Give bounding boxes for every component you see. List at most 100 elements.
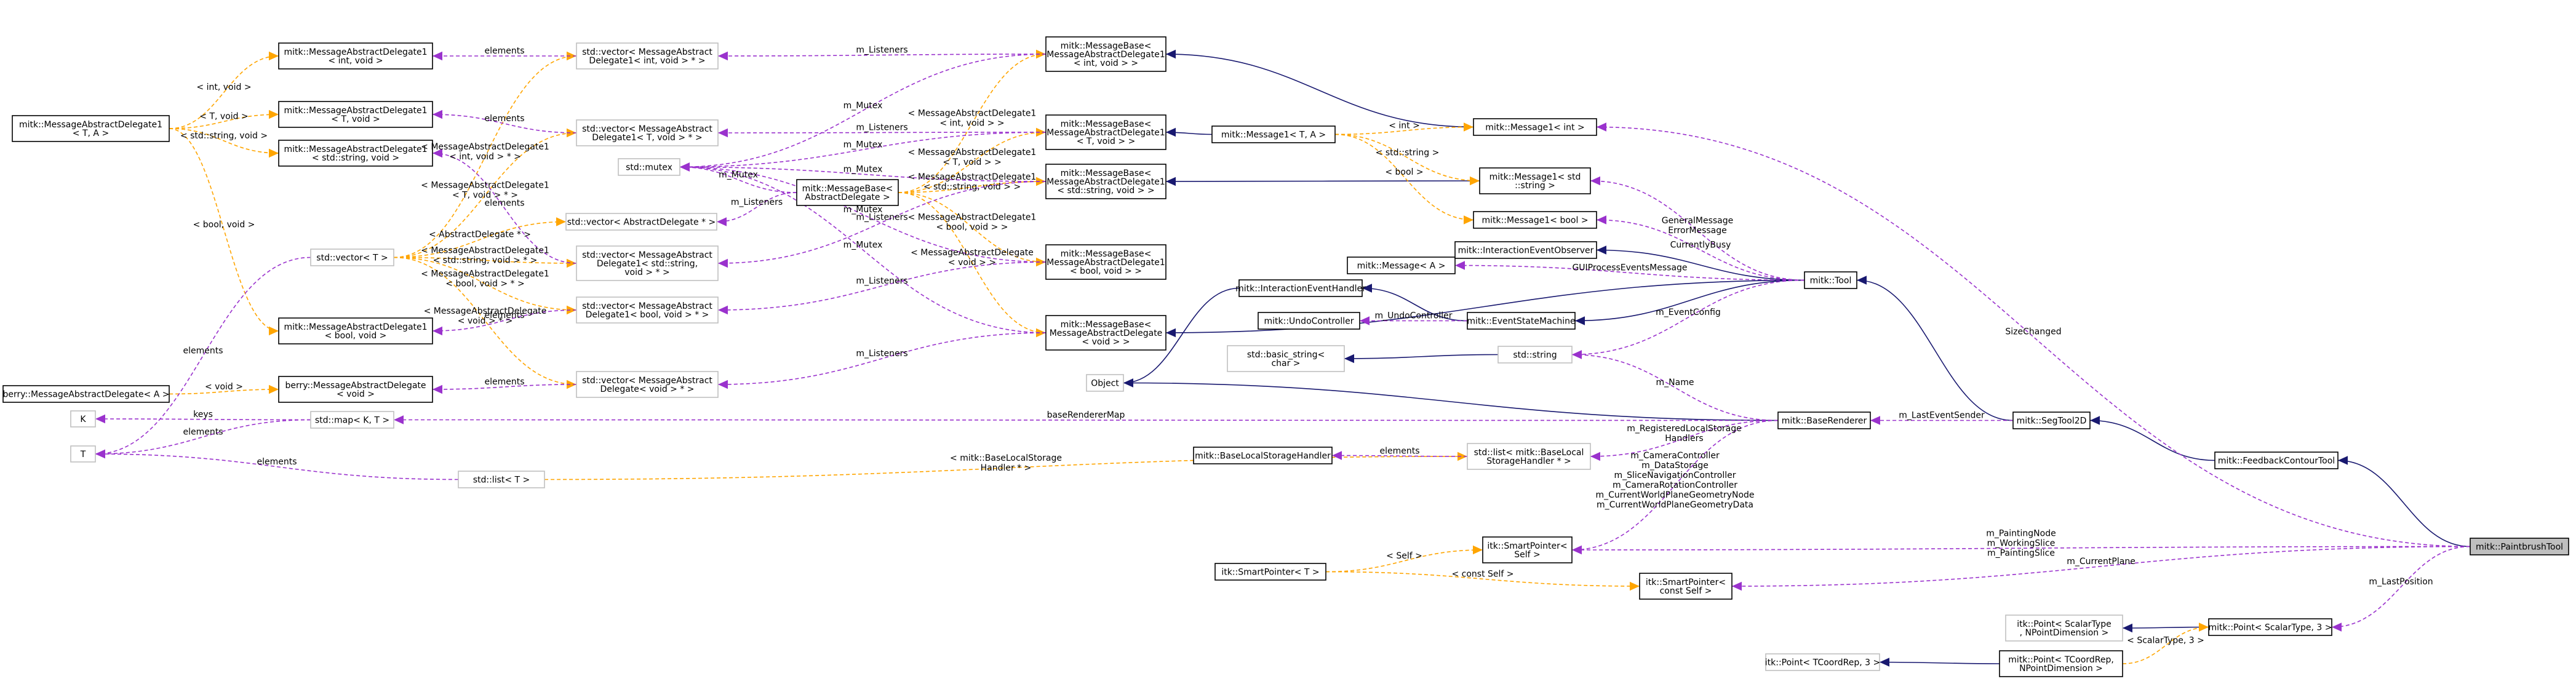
edge-line bbox=[95, 414, 311, 424]
node-tool[interactable]: mitk::Tool bbox=[1804, 271, 1857, 289]
node-label: std::string bbox=[1513, 351, 1557, 360]
node-berry_mad_void[interactable]: berry::MessageAbstractDelegate< void > bbox=[278, 376, 433, 403]
node-paintbrush[interactable]: mitk::PaintbrushTool bbox=[2470, 538, 2569, 555]
node-label-line: mitk::UndoController bbox=[1264, 317, 1354, 327]
node-mitkpoint_st[interactable]: mitk::Point< ScalarType, 3 > bbox=[2208, 618, 2332, 636]
node-segtool2d[interactable]: mitk::SegTool2D bbox=[2012, 412, 2091, 429]
edge-label-line: baseRendererMap bbox=[1047, 410, 1125, 420]
node-sp_T[interactable]: itk::SmartPointer< T > bbox=[1214, 563, 1326, 581]
edge-label: m_Listeners bbox=[856, 46, 907, 55]
node-box bbox=[1347, 257, 1456, 274]
edge-line bbox=[1344, 354, 1499, 364]
node-box bbox=[2470, 538, 2569, 555]
edge-line bbox=[898, 192, 1047, 267]
node-label-line: char > bbox=[1271, 359, 1300, 368]
edge-template-m1_TA-to-m1_str bbox=[1334, 133, 1480, 186]
node-esm[interactable]: mitk::EventStateMachine bbox=[1467, 312, 1576, 330]
node-label: itk::SmartPointer< T > bbox=[1221, 568, 1319, 578]
edge-label-line: m_CameraRotationController bbox=[1613, 480, 1737, 490]
node-label-line: Delegate1< T, void > * > bbox=[592, 133, 702, 143]
edge-label-line: m_DataStorage bbox=[1641, 461, 1709, 471]
node-box bbox=[1804, 271, 1857, 289]
node-baserenderer[interactable]: mitk::BaseRenderer bbox=[1777, 412, 1871, 429]
node-mad_str[interactable]: mitk::MessageAbstractDelegate1< std::str… bbox=[278, 140, 433, 167]
node-box bbox=[1193, 447, 1333, 464]
node-mad_T[interactable]: mitk::MessageAbstractDelegate1< T, A > bbox=[12, 115, 170, 142]
edge-label-line: < void > > bbox=[948, 258, 996, 268]
node-mitkpoint_tc[interactable]: mitk::Point< TCoordRep,NPointDimension > bbox=[1999, 650, 2123, 677]
node-mb_ad[interactable]: mitk::MessageBase<AbstractDelegate > bbox=[796, 179, 899, 206]
edge-label-line: m_CurrentWorldPlaneGeometryNode bbox=[1595, 490, 1754, 500]
edge-line bbox=[717, 128, 1047, 138]
edge-label: m_Name bbox=[1656, 378, 1694, 388]
edge-label: GUIProcessEventsMessage bbox=[1572, 263, 1687, 273]
node-sp_cself[interactable]: itk::SmartPointer<const Self > bbox=[1639, 573, 1733, 600]
node-ieh[interactable]: mitk::InteractionEventHandler bbox=[1235, 279, 1366, 297]
node-mad_int[interactable]: mitk::MessageAbstractDelegate1< int, voi… bbox=[278, 42, 433, 70]
edge-line bbox=[393, 415, 1779, 424]
node-m1_int[interactable]: mitk::Message1< int > bbox=[1473, 118, 1597, 136]
node-mb_bool[interactable]: mitk::MessageBase<MessageAbstractDelegat… bbox=[1045, 244, 1166, 280]
node-label-line: std::list< mitk::BaseLocal bbox=[1474, 448, 1584, 458]
node-box bbox=[70, 445, 96, 463]
node-sp_self[interactable]: itk::SmartPointer<Self > bbox=[1482, 536, 1573, 563]
edge-label-line: < MessageAbstractDelegate1 bbox=[908, 148, 1037, 157]
edge-usage-mb_int-to-vec_int bbox=[717, 51, 1047, 61]
node-ieo[interactable]: mitk::InteractionEventObserver bbox=[1454, 241, 1597, 259]
edge-label-line: Handlers bbox=[1665, 434, 1703, 443]
node-mb_Tvoid[interactable]: mitk::MessageBase<MessageAbstractDelegat… bbox=[1045, 114, 1166, 150]
node-label: mitk::BaseLocalStorageHandler bbox=[1195, 451, 1331, 461]
node-label-line: void > * > bbox=[624, 268, 669, 277]
edge-line bbox=[1571, 420, 1779, 555]
edge-label: m_Listeners bbox=[856, 349, 907, 359]
edge-label-line: m_PaintingNode bbox=[1986, 528, 2056, 538]
edge-label-line: < ScalarType, 3 > bbox=[2127, 635, 2204, 645]
edge-label-line: m_SliceNavigationController bbox=[1614, 471, 1736, 480]
node-m1_str[interactable]: mitk::Message1< std::string > bbox=[1479, 167, 1591, 194]
node-berry_mad[interactable]: berry::MessageAbstractDelegate< A > bbox=[2, 385, 170, 403]
edge-inheritance-feedback-to-segtool2d bbox=[2089, 416, 2215, 461]
edge-line bbox=[717, 332, 1047, 389]
node-label: berry::MessageAbstractDelegate< void > bbox=[285, 381, 426, 399]
edge-line bbox=[2089, 416, 2215, 461]
edge-line bbox=[1123, 378, 1779, 421]
node-box bbox=[1214, 563, 1326, 581]
edge-label-line: < std::string, void > > bbox=[923, 182, 1021, 192]
node-mad_bool[interactable]: mitk::MessageAbstractDelegate1< bool, vo… bbox=[278, 317, 433, 344]
node-undo[interactable]: mitk::UndoController bbox=[1258, 312, 1360, 330]
node-mad_Tvoid[interactable]: mitk::MessageAbstractDelegate1< T, void … bbox=[278, 101, 433, 128]
edge-label-line: elements bbox=[484, 199, 524, 209]
node-label-line: mitk::Message1< std bbox=[1489, 172, 1581, 182]
edge-label-line: < int, void > * > bbox=[449, 152, 521, 162]
node-mb_int[interactable]: mitk::MessageBase<MessageAbstractDelegat… bbox=[1045, 36, 1166, 72]
node-blsh[interactable]: mitk::BaseLocalStorageHandler bbox=[1193, 447, 1333, 464]
edge-line bbox=[2331, 546, 2471, 632]
edge-line bbox=[544, 451, 1468, 480]
node-msg_A[interactable]: mitk::Message< A > bbox=[1347, 257, 1456, 274]
node-label-line: < T, void > bbox=[331, 114, 380, 124]
edge-label: m_Mutex bbox=[719, 170, 758, 180]
edge-label-line: < AbstractDelegate * > bbox=[429, 230, 531, 240]
edge-line bbox=[1165, 49, 1474, 128]
edge-label: < MessageAbstractDelegate1< bool, void >… bbox=[908, 213, 1037, 233]
edge-template-mad_T-to-mad_bool bbox=[169, 128, 279, 336]
edge-line bbox=[393, 257, 577, 389]
node-label: std::basic_string<char > bbox=[1247, 350, 1325, 368]
edge-usage-vec_bool-to-mad_bool bbox=[432, 309, 577, 336]
edge-label-line: m_Name bbox=[1656, 378, 1694, 388]
node-mb_void[interactable]: mitk::MessageBase<MessageAbstractDelegat… bbox=[1045, 315, 1166, 351]
node-label-line: Delegate1< bool, void > * > bbox=[586, 310, 709, 320]
node-box bbox=[576, 296, 719, 324]
node-label-line: mitk::MessageAbstractDelegate1 bbox=[284, 106, 427, 116]
edge-label-line: < T, void > * > bbox=[452, 190, 518, 200]
node-m1_TA[interactable]: mitk::Message1< T, A > bbox=[1211, 125, 1336, 143]
node-m1_bool[interactable]: mitk::Message1< bool > bbox=[1473, 211, 1597, 229]
edge-label: m_Mutex bbox=[843, 101, 883, 111]
edge-usage-tool-to-m1_bool bbox=[1596, 215, 1805, 281]
edge-label-line: elements bbox=[484, 46, 524, 56]
edge-line bbox=[432, 148, 577, 264]
node-mb_str[interactable]: mitk::MessageBase<MessageAbstractDelegat… bbox=[1045, 164, 1166, 199]
node-feedback[interactable]: mitk::FeedbackContourTool bbox=[2214, 451, 2339, 469]
edge-usage-mb_Tvoid-to-mutex bbox=[679, 132, 1047, 172]
